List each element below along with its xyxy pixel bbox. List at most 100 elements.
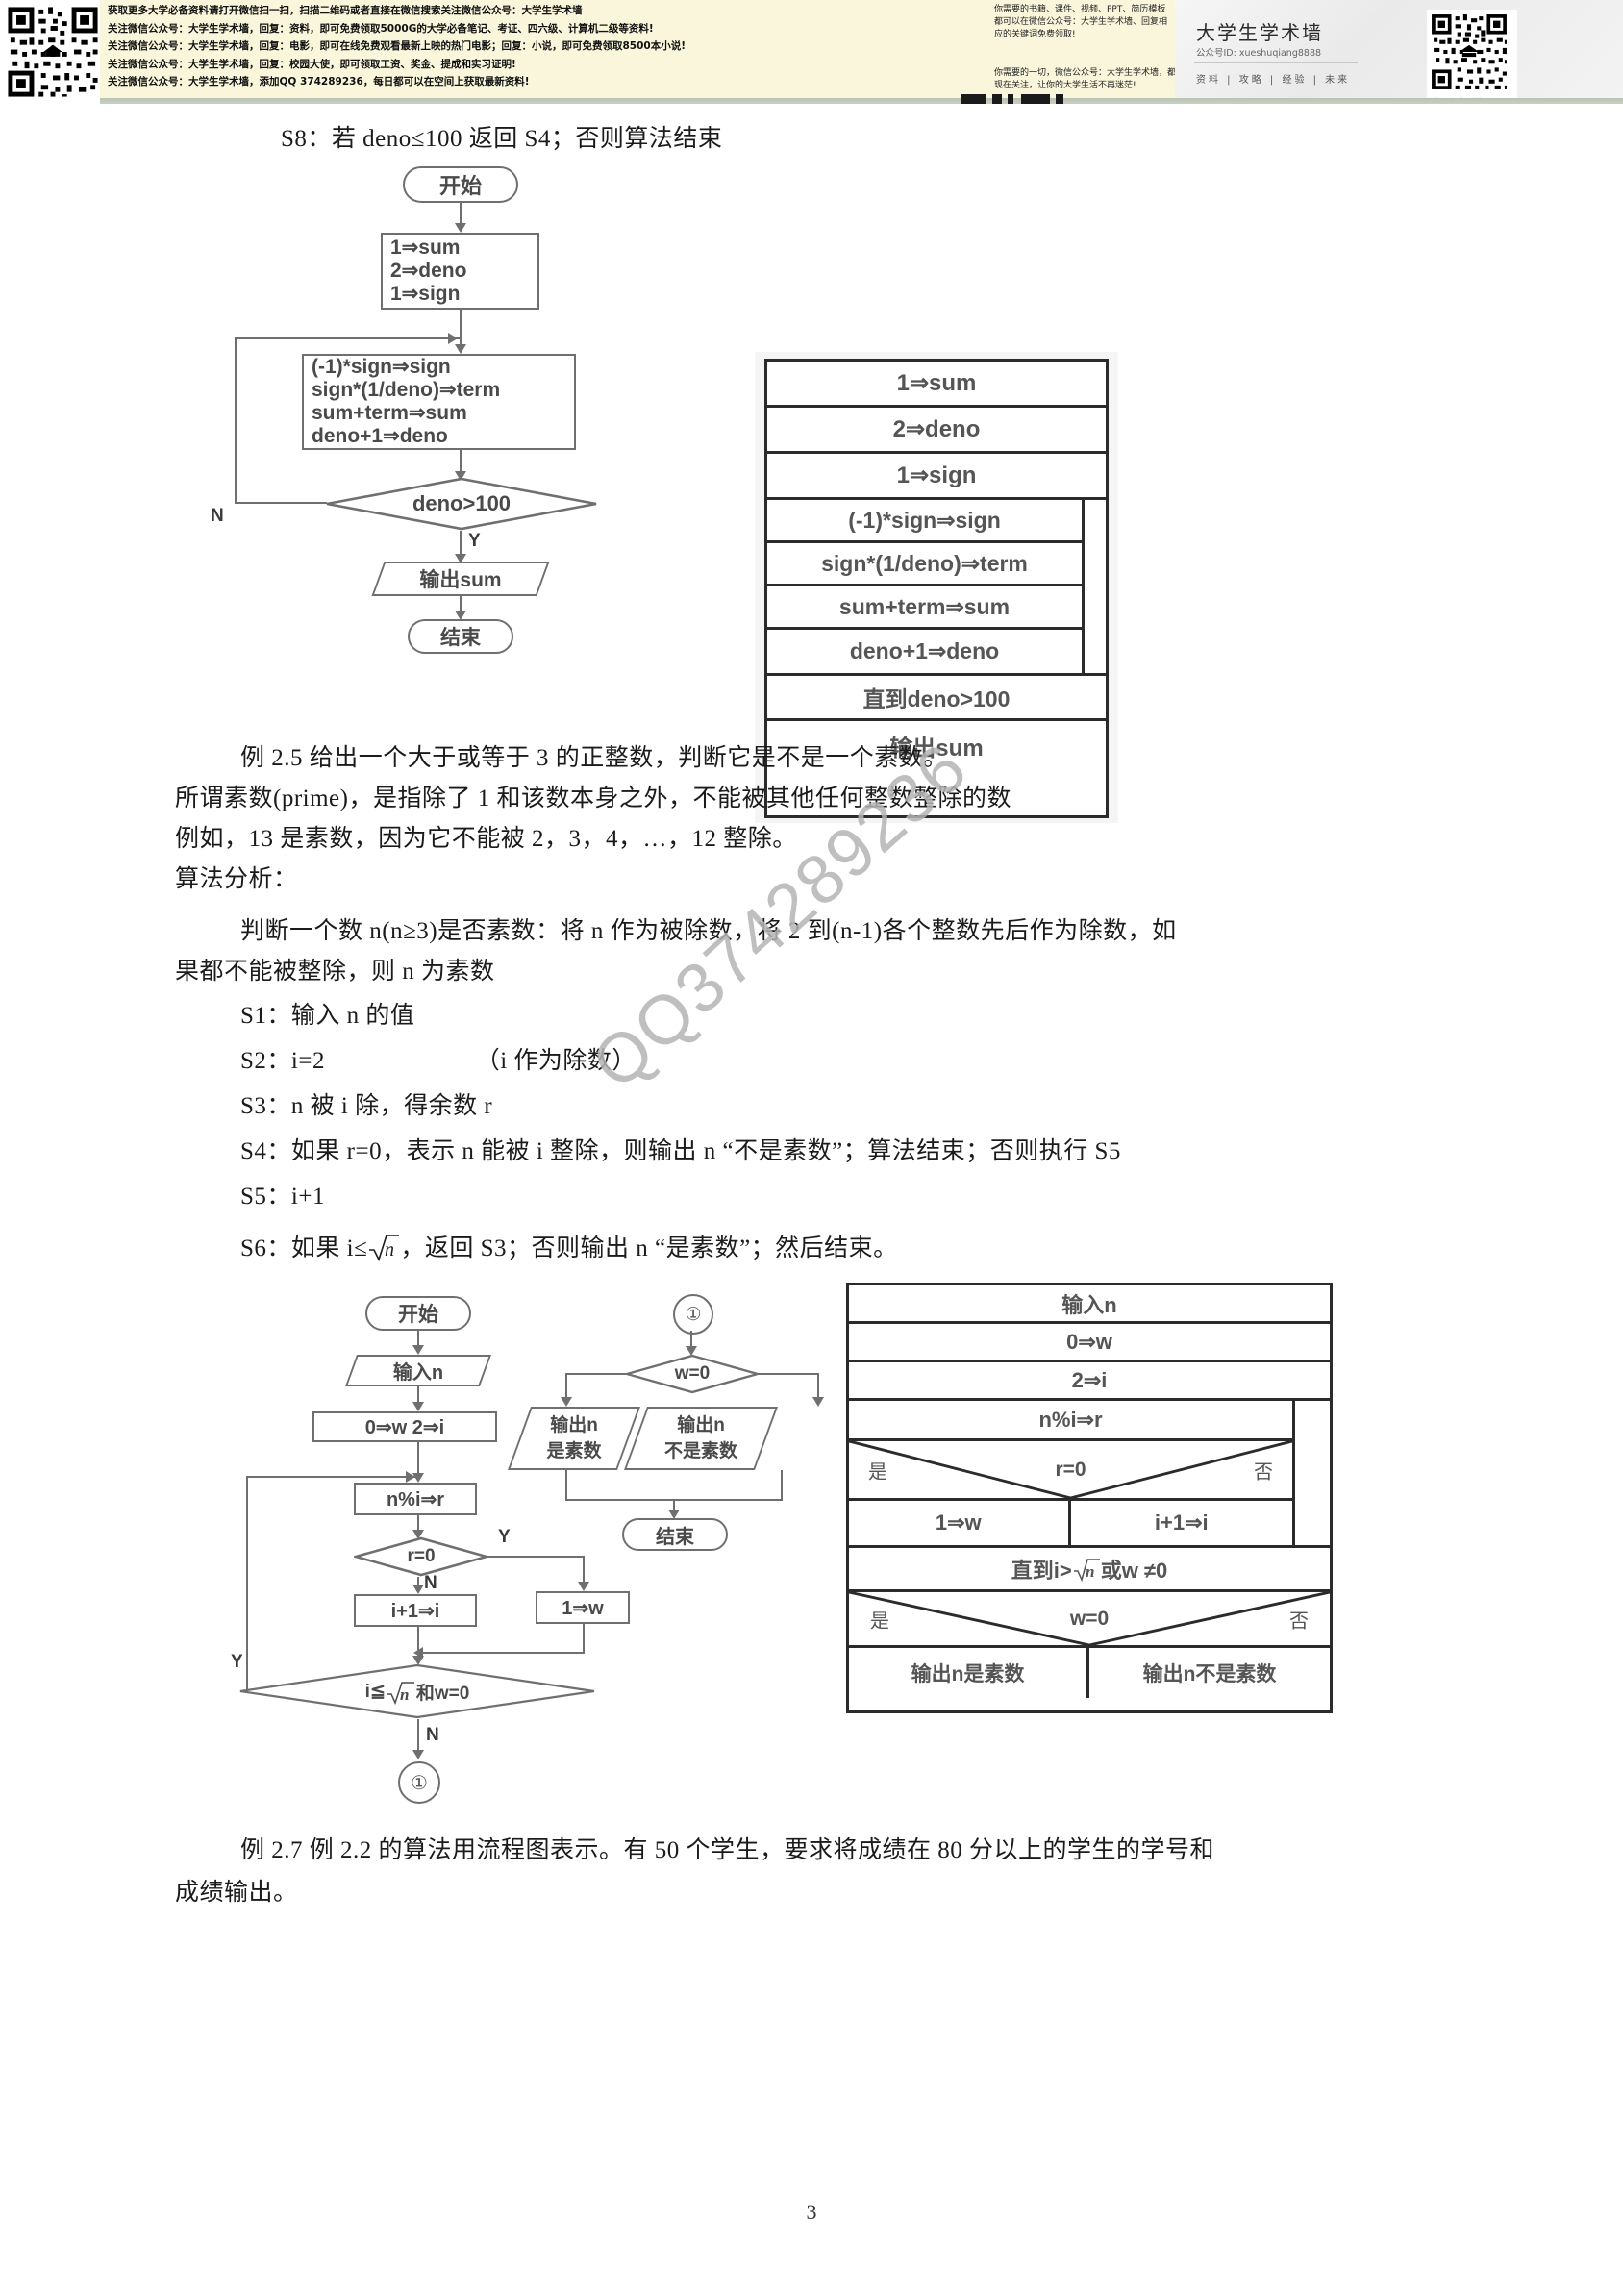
diamond-shape-icon [326, 477, 597, 531]
ad-line: 应的关键词免费领取! [994, 30, 1076, 39]
ns-row: 0⇒w [849, 1324, 1330, 1362]
flow2-out-notprime-line: 输出n [677, 1415, 725, 1435]
ad-right-text-bottom: 你需要的一切，微信公众号：大学生学术墙，都有! 现在关注，让你的大学生活不再迷茫… [994, 67, 1196, 92]
connector-line [417, 1331, 419, 1352]
flow2-decision-r-label: r=0 [407, 1546, 436, 1566]
step-text-post: ，返回 S3；否则输出 n “是素数”；然后结束。 [400, 1235, 898, 1261]
flow2-connector-bottom: ① [398, 1761, 440, 1804]
ns-loop-inner: (-1)*sign⇒sign sign*(1/deno)⇒term sum+te… [767, 500, 1085, 673]
loop-cond-pre: i≦ [364, 1681, 386, 1702]
step-label: S4： [240, 1138, 291, 1164]
banner-artifact-marks [961, 92, 1135, 108]
step-text: i=2 [290, 1048, 325, 1074]
step-text: i+1 [290, 1184, 325, 1210]
arrow-right-icon [406, 1471, 415, 1483]
ns-row: 输入n [849, 1285, 1330, 1324]
ns-row: 输出sum [889, 735, 984, 761]
branch-line-v [583, 1556, 585, 1588]
ad-line: 关注微信公众号：大学生学术墙，回复：电影，即可在线免费观看最新上映的热门电影；回… [108, 40, 687, 52]
wechat-promo-card: 大学生学术墙 公众号ID: xueshuqiang8888 资料 | 攻略 | … [1175, 0, 1623, 102]
promo-card-subtitle: 公众号ID: xueshuqiang8888 [1196, 48, 1322, 59]
ns-row: 1⇒sum [767, 362, 1106, 408]
loopback-line-top [235, 337, 462, 339]
branch-label-yes: Y [468, 531, 481, 551]
heading-s8: S8：若 deno≤100 返回 S4；否则算法结束 [281, 126, 723, 152]
flow2-out-prime-line: 是素数 [546, 1441, 602, 1461]
merge-line-v [583, 1624, 585, 1654]
flow2-decision-r: r=0 [354, 1536, 488, 1577]
arrow-down-icon [578, 1582, 589, 1591]
step-text: n 被 i 除，得余数 r [290, 1093, 493, 1119]
flow2-node-setw: 1⇒w [536, 1591, 630, 1624]
flow2-node-mod: n%i⇒r [354, 1483, 477, 1515]
flow-decision-deno: deno>100 [325, 477, 598, 531]
ad-line: 关注微信公众号：大学生学术墙，回复：校园大使，即可领取工资、奖金、提成和实习证明… [108, 58, 516, 70]
ns2-loop-until: 直到i> n 或w ≠0 [849, 1548, 1330, 1592]
step-row: S5：i+1 [240, 1177, 325, 1211]
flow-node-end: 结束 [408, 619, 513, 654]
ns-row: sum+term⇒sum [767, 586, 1082, 630]
analysis-line: 判断一个数 n(n≥3)是否素数：将 n 作为被除数，将 2 到(n-1)各个整… [240, 918, 1177, 944]
qr-code-card-icon [1430, 12, 1509, 91]
flow2-input-label: 输入n [392, 1362, 444, 1384]
step-label: S5： [240, 1184, 291, 1210]
ns2-loop-until-post: 或w ≠0 [1100, 1558, 1168, 1583]
ns2-cond-r: 是 r=0 否 [849, 1441, 1292, 1501]
closing-line: 例 2.7 例 2.2 的算法用流程图表示。有 50 个学生，要求将成绩在 80… [240, 1837, 1215, 1863]
flow2-node-init: 0⇒w 2⇒i [312, 1411, 497, 1442]
condition-triangle-icon [849, 1592, 1330, 1645]
ns-row: 2⇒i [849, 1362, 1330, 1401]
flow-node-start: 开始 [403, 166, 518, 203]
connector-line [460, 450, 462, 479]
ns-row: deno+1⇒deno [849, 638, 1000, 663]
connector-line [460, 596, 462, 617]
ns2-loop-block: n%i⇒r 是 r=0 否 1⇒w i+1⇒i [849, 1401, 1330, 1548]
flow2-decision-w-label: w=0 [674, 1363, 711, 1384]
branch-line-v [817, 1373, 819, 1404]
ns2-cond-w-right: 否 [1289, 1610, 1309, 1632]
step-row: S1：输入 n 的值 [240, 996, 414, 1031]
step-note: （i 作为除数） [475, 1048, 637, 1074]
ns2-cond-r-right: 否 [1254, 1461, 1273, 1483]
paragraph: 例如，13 是素数，因为它不能被 2，3，4，…，12 整除。 [175, 826, 797, 852]
ns2-cond-w: 是 w=0 否 [849, 1592, 1330, 1648]
radical-operand: n [1086, 1562, 1094, 1581]
closing-line: 成绩输出。 [175, 1880, 298, 1906]
arrow-down-icon [412, 1656, 424, 1665]
flow2-decision-w: w=0 [625, 1354, 760, 1394]
loopback-line-v [235, 337, 237, 504]
ns2-cond-r-text: r=0 [1055, 1458, 1086, 1481]
connector-line [417, 1386, 419, 1410]
flow2-node-out-prime: 输出n 是素数 [507, 1407, 641, 1470]
ad-text-panel: 获取更多大学必备资料请打开微信扫一扫，扫描二维码或者直接在微信搜索关注微信公众号… [100, 0, 1188, 98]
step-text: 输入 n 的值 [290, 1003, 415, 1029]
merge-line-v [565, 1470, 567, 1501]
arrow-right-icon [448, 333, 458, 344]
arrow-down-icon [668, 1510, 680, 1519]
radical-operand: n [385, 1239, 395, 1260]
ns-row: 1⇒sign [767, 454, 1106, 500]
connector-line [417, 1719, 419, 1758]
branch-label-no: N [424, 1573, 437, 1593]
square-root-icon: n [387, 1682, 414, 1706]
flow2-out-prime-line: 输出n [550, 1415, 598, 1435]
square-root-icon: n [1073, 1558, 1100, 1582]
diamond-shape-icon [354, 1536, 488, 1577]
qr-code-card [1427, 10, 1517, 100]
connector-line [690, 1331, 692, 1354]
ad-line: 都可以在微信公众号：大学生学术墙、回复相 [994, 17, 1168, 27]
paragraph: 所谓素数(prime)，是指除了 1 和该数本身之外，不能被其他任何整数整除的数 [175, 786, 1011, 811]
ns-row: sign*(1/deno)⇒term [767, 543, 1082, 586]
ad-banner: 获取更多大学必备资料请打开微信扫一扫，扫描二维码或者直接在微信搜索关注微信公众号… [0, 0, 1623, 112]
ns-row: 2⇒deno [767, 408, 1106, 454]
flow2-node-out-notprime: 输出n 不是素数 [623, 1407, 779, 1470]
flow-init-line: 1⇒sum [390, 237, 461, 259]
loop-y-line-v [246, 1476, 248, 1693]
step-text-pre: 如果 i≤ [290, 1235, 368, 1261]
promo-card-tags: 资料 | 攻略 | 经验 | 未来 [1196, 75, 1351, 86]
arrow-down-icon [686, 1346, 697, 1356]
ns2-loop-until-pre: 直到i> [1011, 1558, 1072, 1583]
connector-line [673, 1499, 675, 1516]
flow2-connector-top: ① [673, 1294, 713, 1335]
arrow-down-icon [812, 1397, 824, 1407]
